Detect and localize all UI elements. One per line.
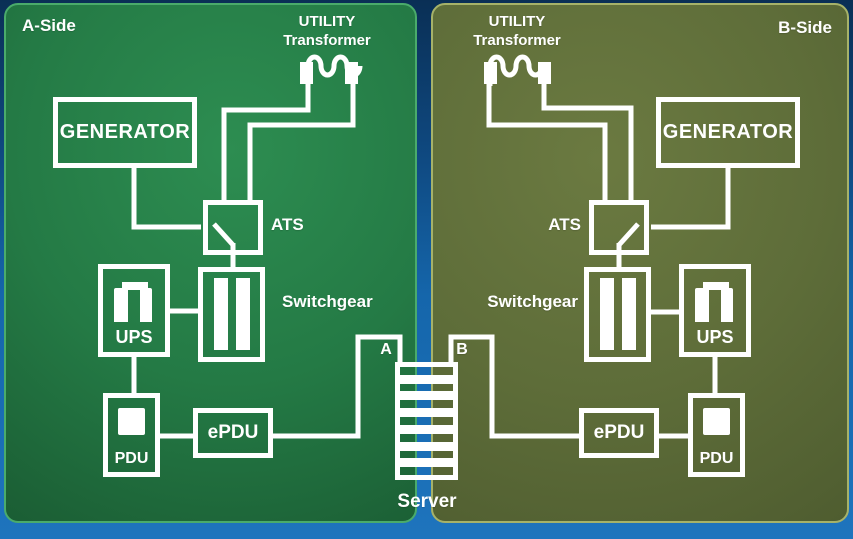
- b-utility-transformer-label: UTILITY Transformer: [437, 12, 597, 50]
- b-generator-box: GENERATOR: [656, 97, 800, 168]
- a-utility-transformer-label: UTILITY Transformer: [247, 12, 407, 50]
- ups-icon: [695, 282, 735, 322]
- transformer-coil-icon-a: [300, 54, 363, 86]
- ups-icon: [114, 282, 154, 322]
- a-pdu-label: PDU: [114, 450, 149, 467]
- switchgear-bar-icon: [599, 278, 614, 350]
- a-ups-box: UPS: [98, 264, 170, 357]
- a-generator-box: GENERATOR: [53, 97, 197, 168]
- a-generator-label: GENERATOR: [59, 121, 191, 143]
- b-pdu-label: PDU: [699, 450, 734, 467]
- a-utility-line2: Transformer: [283, 32, 371, 49]
- a-side-wires: [131, 82, 403, 439]
- a-side-title: A-Side: [22, 16, 76, 35]
- a-pdu-box: PDU: [103, 393, 160, 477]
- b-switchgear-box: [584, 267, 651, 362]
- b-side-wires: [448, 82, 731, 439]
- a-utility-line1: UTILITY: [298, 13, 356, 30]
- server-rack-icon: [395, 362, 458, 480]
- b-pdu-box: PDU: [688, 393, 745, 477]
- a-switchgear-box: [198, 267, 265, 362]
- pdu-icon: [118, 408, 145, 435]
- a-epdu-box: ePDU: [193, 408, 273, 458]
- b-ats-box: [589, 200, 649, 255]
- a-ups-label: UPS: [115, 327, 153, 347]
- switchgear-bar-icon: [235, 278, 250, 350]
- b-epdu-box: ePDU: [579, 408, 659, 458]
- a-switchgear-label: Switchgear: [282, 292, 373, 311]
- a-ats-label: ATS: [271, 215, 304, 234]
- transformer-coil-icon-b: [484, 54, 551, 86]
- server-label: Server: [397, 491, 457, 512]
- b-feed-label: B: [456, 341, 468, 358]
- b-utility-line1: UTILITY: [488, 13, 546, 30]
- a-ats-box: [203, 200, 263, 255]
- pdu-icon: [703, 408, 730, 435]
- switchgear-bar-icon: [621, 278, 636, 350]
- a-feed-label: A: [380, 341, 392, 358]
- b-utility-line2: Transformer: [473, 32, 561, 49]
- b-generator-label: GENERATOR: [662, 121, 794, 143]
- b-ups-box: UPS: [679, 264, 751, 357]
- b-epdu-label: ePDU: [593, 422, 645, 443]
- switchgear-bar-icon: [213, 278, 228, 350]
- b-switchgear-label: Switchgear: [487, 292, 578, 311]
- b-ats-label: ATS: [548, 215, 581, 234]
- a-epdu-label: ePDU: [207, 422, 259, 443]
- b-side-title: B-Side: [778, 18, 832, 37]
- b-ups-label: UPS: [696, 327, 734, 347]
